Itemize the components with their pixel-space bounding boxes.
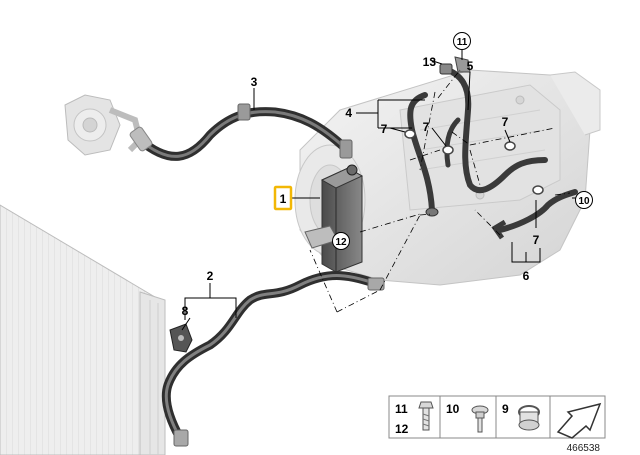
legend-item-9: 9 (502, 402, 540, 431)
highlight-box (273, 185, 293, 211)
callout-3: 3 (251, 75, 258, 89)
auxiliary-pump (64, 94, 144, 156)
svg-text:10: 10 (578, 196, 590, 207)
pipes-5 (439, 56, 548, 194)
direction-arrow-icon (556, 402, 602, 439)
callout-4: 4 (345, 106, 352, 120)
callout-12: 12 (332, 232, 350, 250)
callout-6: 6 (523, 269, 530, 283)
callout-5: 5 (467, 59, 474, 73)
callout-7c: 7 (502, 115, 509, 129)
legend-label-12: 12 (395, 422, 409, 436)
radiator (0, 204, 166, 455)
hose-2 (161, 271, 385, 447)
circled-callouts: 11 10 12 (332, 32, 593, 250)
callouts: 1 2 3 4 5 6 7 7 7 7 8 13 (182, 55, 540, 318)
diagram-id: 466538 (567, 443, 601, 454)
hose-clamp-icon (518, 405, 540, 431)
leader-lines (181, 49, 580, 331)
hose-3 (129, 103, 353, 161)
bracket-8 (169, 323, 193, 353)
callout-11: 11 (453, 32, 471, 50)
callout-7d: 7 (533, 233, 540, 247)
fastener-legend: 11 12 10 9 (388, 395, 606, 439)
seal-rings (404, 129, 544, 195)
legend-label-11: 11 (395, 402, 408, 416)
callout-13: 13 (423, 55, 437, 69)
callout-1: 1 (280, 192, 287, 206)
callout-8: 8 (182, 304, 189, 318)
legend-item-11-12: 11 12 (395, 401, 434, 436)
callout-7a: 7 (381, 122, 388, 136)
bolt-icon (418, 401, 434, 431)
screw-icon (471, 405, 489, 433)
legend-label-10: 10 (446, 402, 460, 416)
callout-7b: 7 (423, 120, 430, 134)
legend-label-9: 9 (502, 402, 509, 416)
assembly-lines (309, 69, 571, 313)
legend-item-10: 10 (446, 402, 489, 433)
transmission-oil-cooler (304, 164, 364, 273)
callout-10: 10 (575, 191, 593, 209)
svg-text:11: 11 (457, 37, 468, 48)
svg-text:12: 12 (335, 237, 347, 248)
callout-2: 2 (207, 269, 214, 283)
